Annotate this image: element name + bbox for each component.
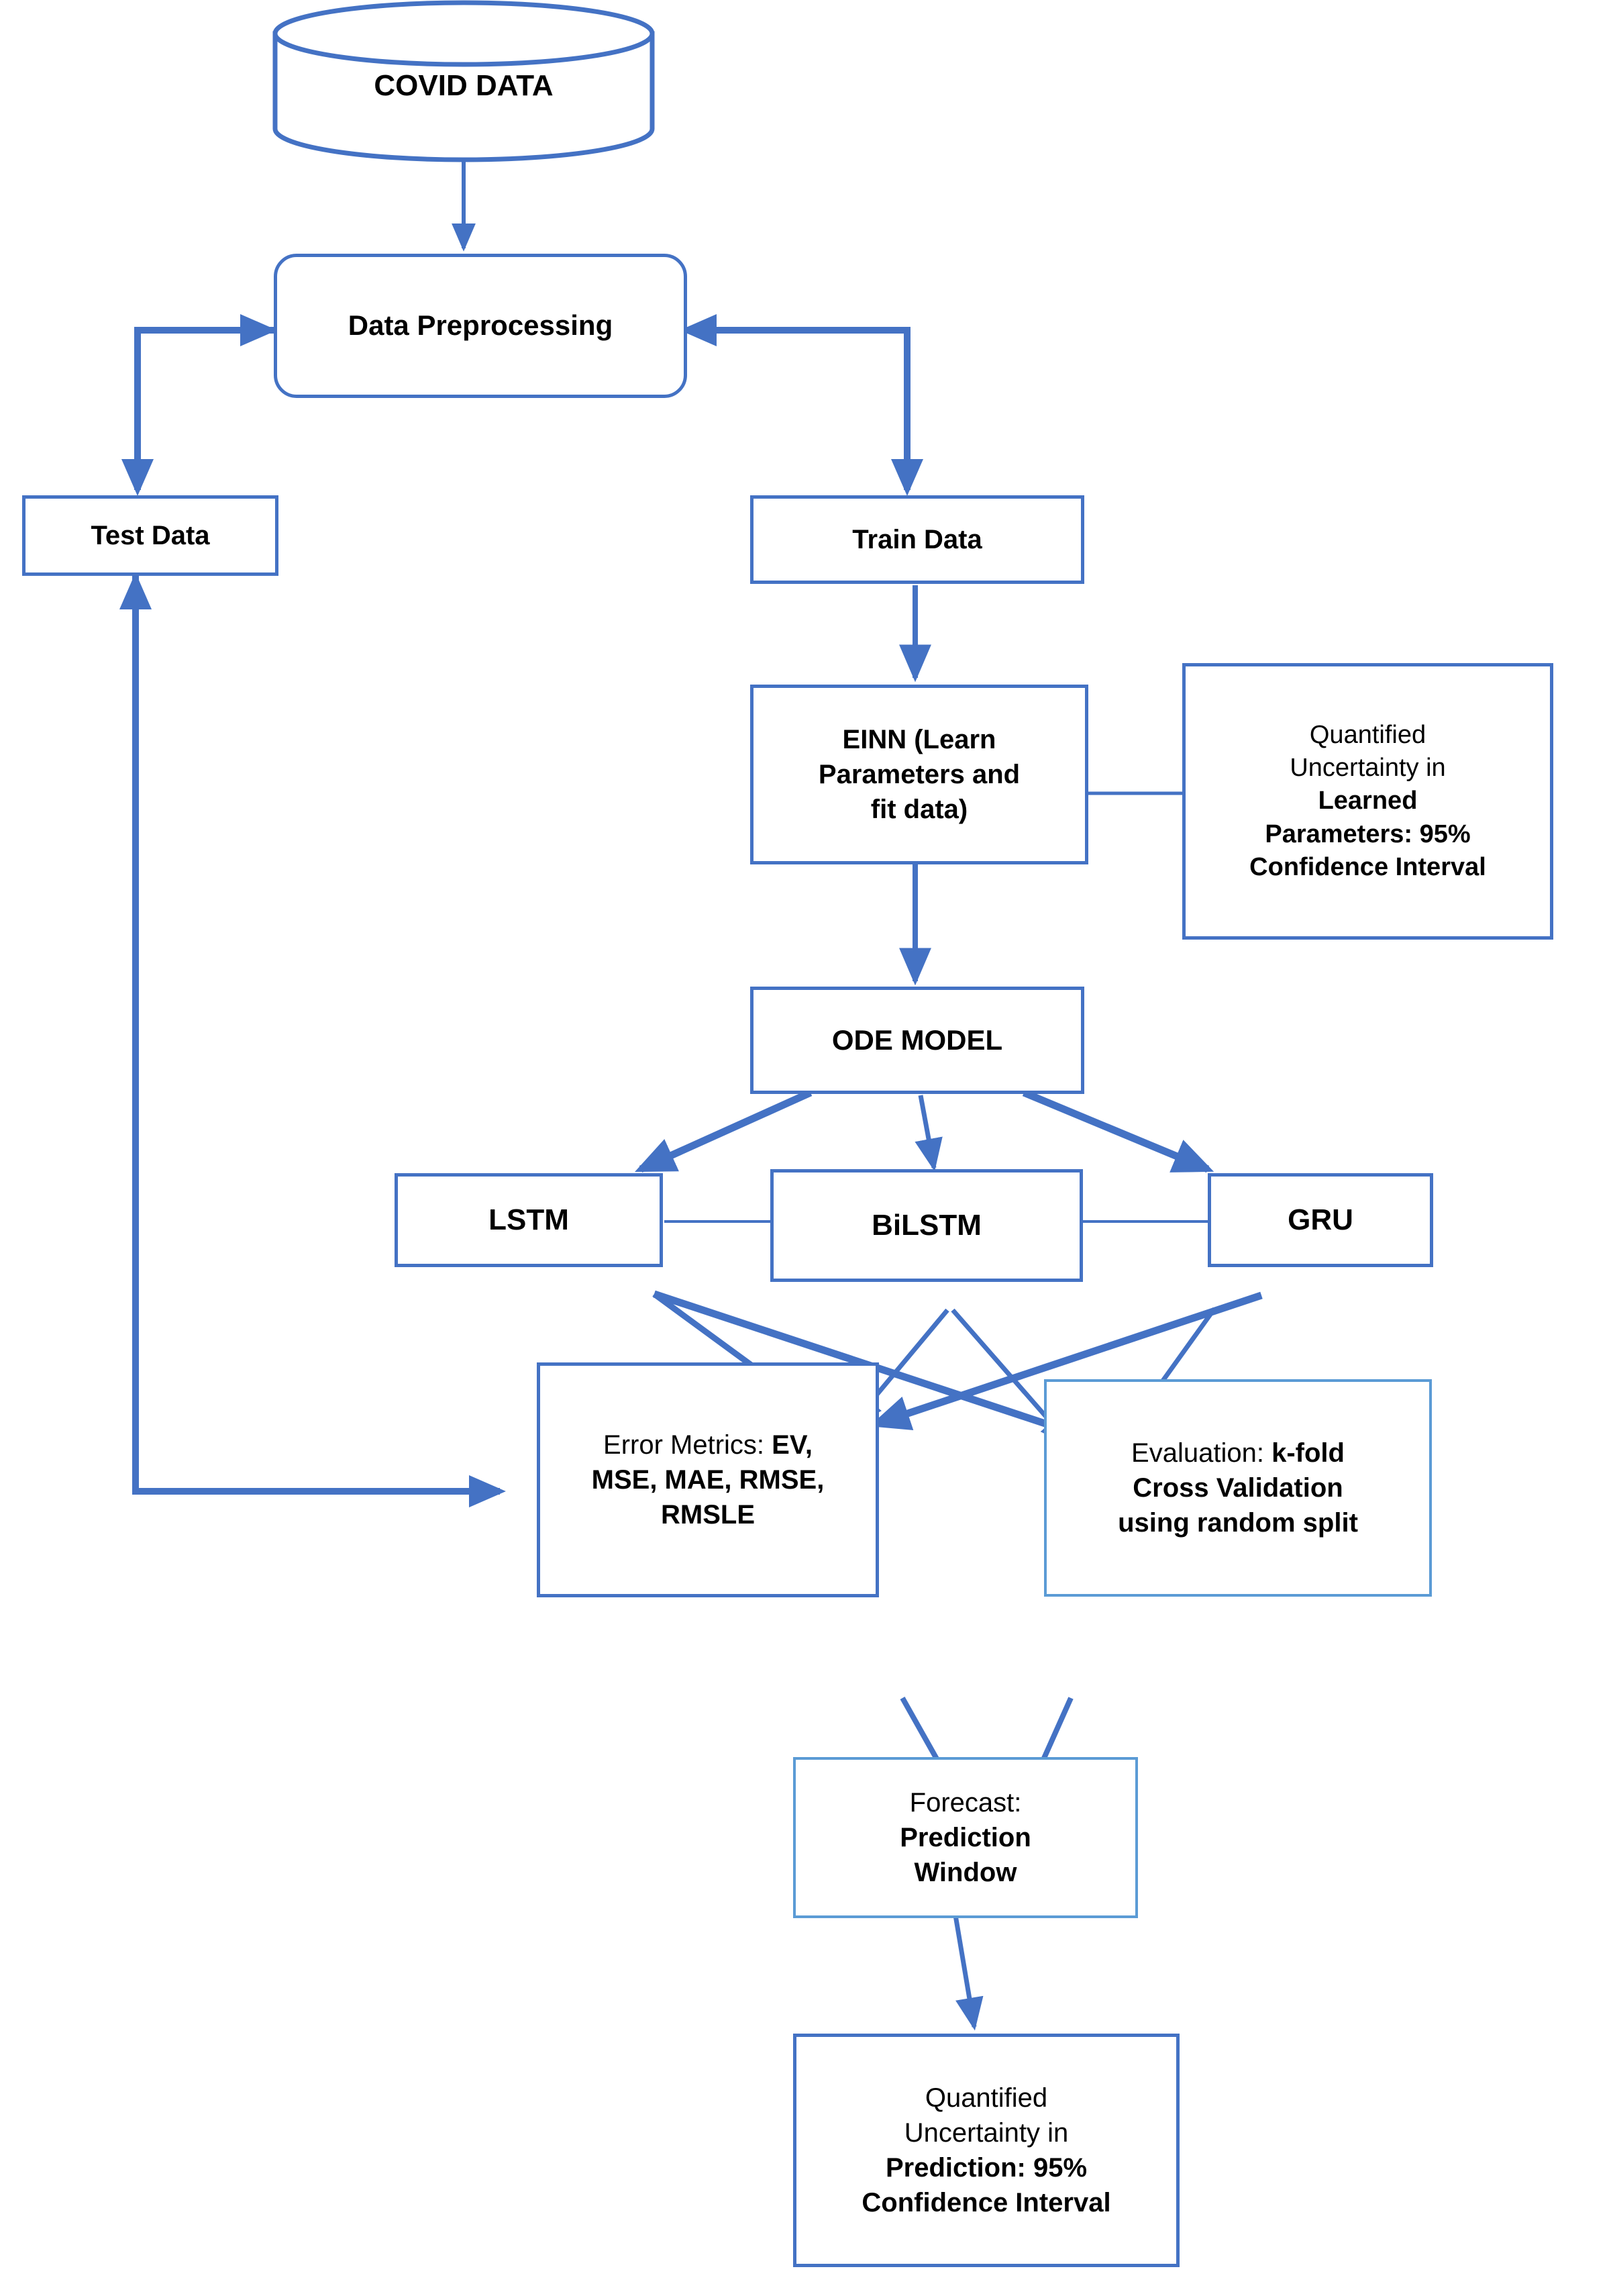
train-data-label: Train Data [852,525,982,554]
einn-line-2: Parameters and [818,760,1021,789]
error-metrics-line-1-head: Error Metrics: [603,1430,772,1460]
edge-ode-to-lstm [634,1089,813,1173]
gru-label: GRU [1288,1203,1353,1237]
evaluation-line-2: Cross Validation [1133,1473,1343,1503]
einn-node[interactable]: EINN (Learn Parameters and fit data) [750,685,1088,864]
evaluation-line-1-tail: k-fold [1271,1438,1345,1468]
error-metrics-line-1-tail: EV, [772,1430,813,1460]
uncertainty-prediction-label-block: Quantified Uncertainty in Prediction: 95… [796,2081,1176,2220]
uncertainty-parameters-line-1: Quantified [1309,720,1426,749]
bilstm-node[interactable]: BiLSTM [770,1169,1083,1282]
gru-node[interactable]: GRU [1208,1173,1433,1267]
uncertainty-parameters-line-5: Confidence Interval [1249,853,1486,882]
edge-forecast-to-uncertainty-prediction [950,1899,984,2031]
error-metrics-line-3: RMSLE [661,1500,755,1530]
uncertainty-parameters-label-block: Quantified Uncertainty in Learned Parame… [1186,719,1550,885]
uncertainty-parameters-line-2: Uncertainty in [1290,753,1446,782]
uncertainty-prediction-line-2: Uncertainty in [904,2118,1069,2148]
forecast-label-block: Forecast: Prediction Window [796,1785,1135,1890]
forecast-line-2: Prediction [900,1823,1031,1852]
uncertainty-parameters-line-3: Learned [1318,787,1418,815]
error-metrics-label-block: Error Metrics: EV, MSE, MAE, RMSE, RMSLE [540,1428,876,1532]
train-data-node[interactable]: Train Data [750,495,1084,584]
bilstm-label: BiLSTM [872,1209,982,1242]
data-preprocessing-node[interactable]: Data Preprocessing [274,254,687,398]
covid-data-label: COVID DATA [374,69,554,103]
forecast-line-3: Window [914,1858,1017,1887]
evaluation-line-1-head: Evaluation: [1131,1438,1272,1468]
evaluation-line-3: using random split [1118,1508,1358,1538]
uncertainty-parameters-line-4: Parameters: 95% [1265,819,1471,848]
uncertainty-parameters-node[interactable]: Quantified Uncertainty in Learned Parame… [1182,663,1553,940]
einn-label-block: EINN (Learn Parameters and fit data) [753,722,1085,827]
covid-data-node[interactable]: COVID DATA [275,13,652,158]
error-metrics-line-1: Error Metrics: EV, [547,1428,869,1462]
error-metrics-node[interactable]: Error Metrics: EV, MSE, MAE, RMSE, RMSLE [537,1362,879,1597]
forecast-line-1: Forecast: [909,1788,1022,1817]
edge-gru-to-error-metrics [869,1291,1263,1431]
edge-ode-to-gru [1022,1089,1214,1173]
test-data-node[interactable]: Test Data [22,495,278,576]
ode-model-node[interactable]: ODE MODEL [750,987,1084,1094]
uncertainty-prediction-line-3: Prediction: 95% [885,2153,1088,2183]
data-preprocessing-label: Data Preprocessing [348,309,613,342]
einn-line-3: fit data) [870,795,968,824]
edge-preprocessing-to-test [121,327,274,497]
edge-test-to-error-metrics [132,574,507,1507]
uncertainty-prediction-line-4: Confidence Interval [862,2188,1111,2217]
lstm-label: LSTM [488,1203,569,1237]
test-data-label: Test Data [91,521,210,550]
evaluation-line-1: Evaluation: k-fold [1053,1436,1422,1470]
einn-line-1: EINN (Learn [842,725,996,754]
ode-model-label: ODE MODEL [831,1024,1003,1056]
edge-preprocessing-to-train [684,327,924,497]
uncertainty-prediction-node[interactable]: Quantified Uncertainty in Prediction: 95… [793,2034,1180,2267]
forecast-node[interactable]: Forecast: Prediction Window [793,1757,1138,1918]
evaluation-node[interactable]: Evaluation: k-fold Cross Validation usin… [1044,1379,1432,1597]
uncertainty-prediction-line-1: Quantified [925,2083,1048,2113]
evaluation-label-block: Evaluation: k-fold Cross Validation usin… [1047,1436,1429,1540]
lstm-node[interactable]: LSTM [395,1173,663,1267]
error-metrics-line-2: MSE, MAE, RMSE, [591,1465,825,1495]
edge-ode-to-bilstm [915,1095,943,1172]
